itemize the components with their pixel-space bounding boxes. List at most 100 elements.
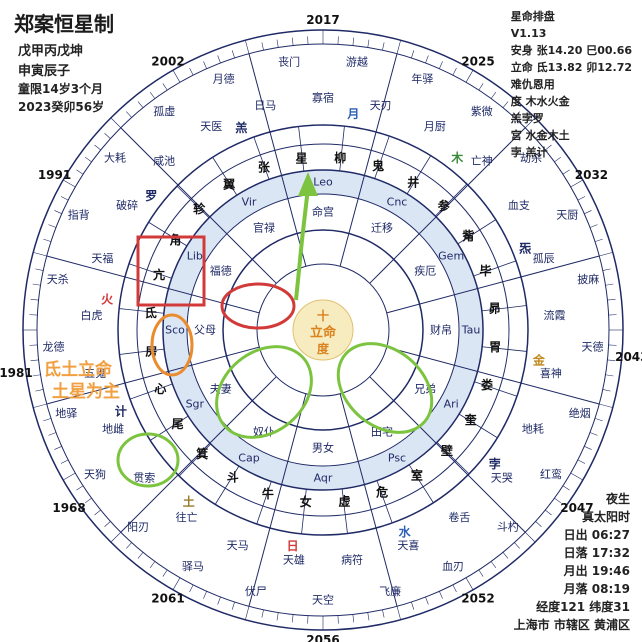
outer-star-label: 卷舌 [448, 510, 470, 524]
palace-label: 命宫 [312, 205, 334, 219]
year-tick [425, 55, 429, 64]
page-title: 郑案恒星制 [14, 12, 114, 36]
year-tick [605, 374, 614, 377]
palace-label: 财帛 [430, 323, 452, 337]
year-tick [514, 542, 520, 549]
year-tick [84, 156, 92, 163]
year-tick [48, 224, 57, 228]
mansion-label: 星 [295, 151, 307, 165]
year-tick [104, 521, 111, 527]
outer-star-label: 游越 [346, 55, 368, 69]
mansion-label: 毕 [480, 263, 492, 278]
year-tick [104, 133, 111, 139]
year-tick [525, 532, 536, 543]
outer-star-label: 斗杓 [497, 519, 519, 533]
zodiac-label: Ari [444, 398, 459, 411]
year-tick [172, 577, 181, 590]
zodiac-label: Cnc [387, 195, 408, 208]
outer-star-label: 丧门 [278, 55, 300, 69]
sector-divider [386, 255, 600, 314]
year-tick [525, 117, 536, 128]
outer-star-label: 天杀 [47, 272, 69, 286]
year-tick [599, 252, 613, 257]
year-tick [452, 584, 457, 593]
mansion-divider [474, 381, 518, 397]
year-tick [554, 156, 562, 163]
mansion-divider [301, 489, 307, 534]
year-tick [554, 497, 562, 504]
year-tick [43, 418, 52, 422]
current-year: 2023癸卯56岁 [18, 100, 105, 114]
version-label: V1.13 [510, 27, 547, 40]
annotation-green-ellipse-3 [116, 432, 180, 488]
year-tick [490, 91, 497, 99]
mansion-label: 壁 [441, 443, 453, 458]
year-tick [76, 169, 84, 175]
mansion-label: 鬼 [372, 158, 384, 173]
outer-star-ring [117, 124, 529, 536]
mansion-label: 奎 [464, 412, 478, 427]
year-tick [162, 83, 168, 91]
year-tick [605, 283, 614, 286]
planet-label: 水 [399, 524, 412, 539]
outer-star-label: 日马 [254, 99, 276, 112]
mansion-label: 心 [154, 382, 166, 396]
planet-label: 日 [287, 539, 299, 553]
center-text-2: 立命 [310, 325, 337, 341]
side-label-0: 难仇恩用 [510, 78, 555, 91]
side-label-1: 度 木水火金 [510, 95, 570, 108]
year-tick [110, 532, 121, 543]
year-tick [189, 584, 194, 593]
year-tick [231, 50, 235, 59]
mansion-divider [435, 183, 468, 217]
year-tick [189, 67, 194, 76]
mansion-divider [256, 481, 272, 525]
outer-star-label: 指背 [68, 208, 90, 222]
year-tick [594, 238, 603, 242]
outer-star-label: 往亡 [176, 510, 198, 524]
sector-divider [369, 127, 526, 284]
outer-star-label: 血刃 [442, 559, 464, 573]
mansion-divider [473, 260, 517, 277]
sector-divider [248, 393, 307, 607]
year-tick [535, 133, 542, 139]
chart-pillars: 戊甲丙戊坤 [18, 44, 84, 59]
outer-star-label: 龙德 [43, 339, 65, 353]
outer-star-label: 月厨 [424, 120, 446, 133]
year-tick [570, 179, 583, 188]
mansion-divider [339, 126, 345, 171]
palace-label: 福德 [210, 264, 232, 278]
sunset: 日落 17:32 [563, 546, 630, 560]
year-tick [149, 561, 156, 569]
year-tick [291, 37, 294, 46]
year-tick [367, 612, 370, 621]
outer-star-label: 天刃 [370, 99, 392, 112]
year-label: 1981 [0, 366, 33, 380]
li-ming: 立命 氐13.82 卯12.72 [510, 61, 632, 74]
year-tick [535, 521, 542, 527]
year-label: 2052 [461, 591, 494, 605]
outer-star-label: 天医 [200, 120, 222, 133]
year-tick [35, 389, 44, 392]
year-tick [396, 606, 401, 620]
year-tick [110, 117, 121, 128]
mansion-divider [148, 221, 188, 247]
year-label: 2002 [151, 55, 184, 69]
year-tick [137, 552, 144, 559]
year-tick [396, 40, 401, 54]
mansion-divider [176, 185, 210, 218]
sector-divider [120, 376, 277, 533]
year-tick [48, 432, 57, 436]
outer-star-label: 喜神 [540, 366, 562, 380]
outer-star-label: 贯索 [133, 470, 155, 484]
mansion-divider [408, 464, 434, 503]
year-tick [245, 606, 250, 620]
year-tick [545, 509, 552, 516]
center-text-1: 十 [317, 308, 329, 323]
mansion-divider [119, 348, 165, 355]
year-tick [599, 403, 613, 408]
outer-star-label: 紫微 [471, 104, 493, 118]
year-tick [261, 609, 264, 618]
mansion-divider [298, 126, 305, 172]
